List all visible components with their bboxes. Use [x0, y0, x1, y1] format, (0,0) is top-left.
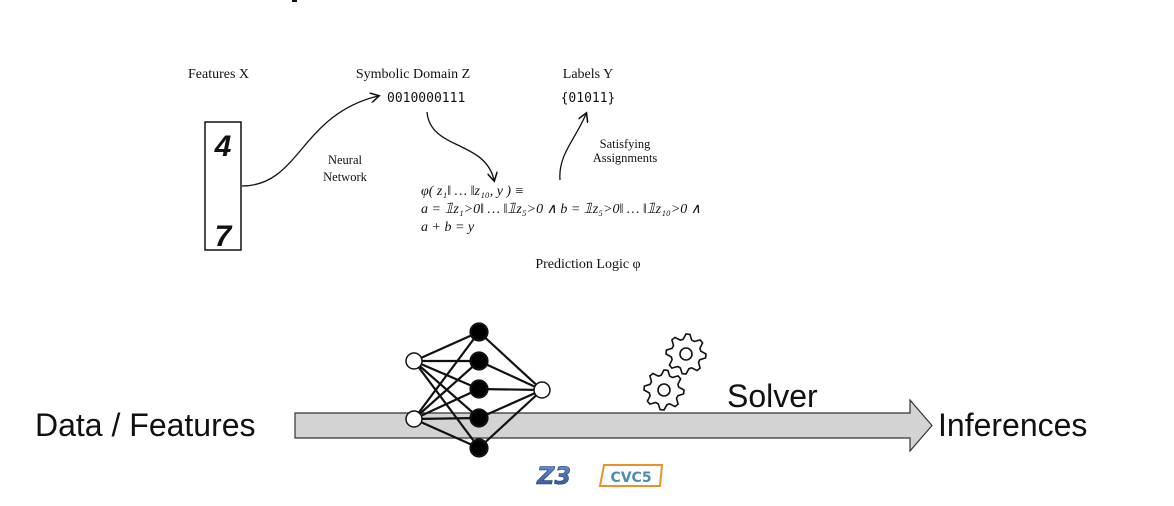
nn-input-node	[405, 410, 423, 428]
nn-hidden-node	[469, 379, 489, 399]
neural-network-icon	[405, 322, 551, 458]
to-logic-arrow	[426, 111, 494, 180]
labels-value: {01011}	[561, 91, 616, 106]
sat-label-1: Satisfying	[600, 137, 651, 151]
formula-line-3: a + b = y	[421, 220, 475, 235]
z3-logo-text: Z3	[536, 462, 571, 490]
symbolic-domain-label: Symbolic Domain Z	[356, 67, 470, 82]
solver-label: Solver	[727, 378, 818, 414]
nn-edge	[413, 360, 480, 420]
nn-label-1: Neural	[328, 153, 363, 167]
mnist-digits-image: 4 7	[204, 121, 242, 253]
formula-line-2: a = 𝟙z₁>0‖ … ‖𝟙z₅>0 ∧ b = 𝟙z₅>0‖ … ‖𝟙z₁₀…	[421, 202, 701, 217]
data-features-label: Data / Features	[35, 407, 256, 443]
labels-label: Labels Y	[563, 67, 613, 82]
nn-edge	[413, 417, 480, 450]
title-fragment	[292, 0, 297, 2]
digit-4: 4	[214, 130, 232, 163]
cvc5-logo: CVC5	[598, 464, 664, 487]
nn-hidden-node	[469, 438, 489, 458]
nn-edge	[478, 387, 543, 392]
sat-arrow	[559, 114, 586, 181]
nn-edge	[413, 330, 480, 363]
nn-edge	[478, 331, 543, 391]
gear-hole	[657, 383, 671, 397]
nn-output-node	[533, 381, 551, 399]
formula-line-1: φ( z₁‖ … ‖z₁₀, y ) ≡	[421, 184, 524, 199]
nn-edge	[478, 388, 543, 420]
nn-edge	[413, 388, 480, 420]
gears-icon	[643, 333, 707, 411]
nn-edge	[413, 416, 480, 421]
sat-label-2: Assignments	[593, 151, 658, 165]
nn-edge	[478, 389, 543, 449]
cvc5-logo-text: CVC5	[610, 470, 651, 486]
symbolic-value: 0010000111	[387, 91, 465, 106]
pipeline-arrow	[294, 398, 933, 453]
nn-hidden-node	[469, 408, 489, 428]
nn-edge	[478, 360, 543, 391]
nn-arrow	[241, 96, 378, 187]
digit-7: 7	[215, 220, 233, 253]
nn-hidden-node	[469, 322, 489, 342]
gear-hole	[679, 347, 693, 361]
prediction-logic-label: Prediction Logic φ	[535, 257, 640, 272]
features-label: Features X	[188, 67, 249, 82]
nn-edge	[413, 331, 480, 420]
nn-hidden-node	[469, 351, 489, 371]
nn-input-node	[405, 352, 423, 370]
inferences-label: Inferences	[938, 407, 1087, 443]
nn-label-2: Network	[323, 170, 367, 184]
z3-logo: Z3	[536, 462, 572, 491]
